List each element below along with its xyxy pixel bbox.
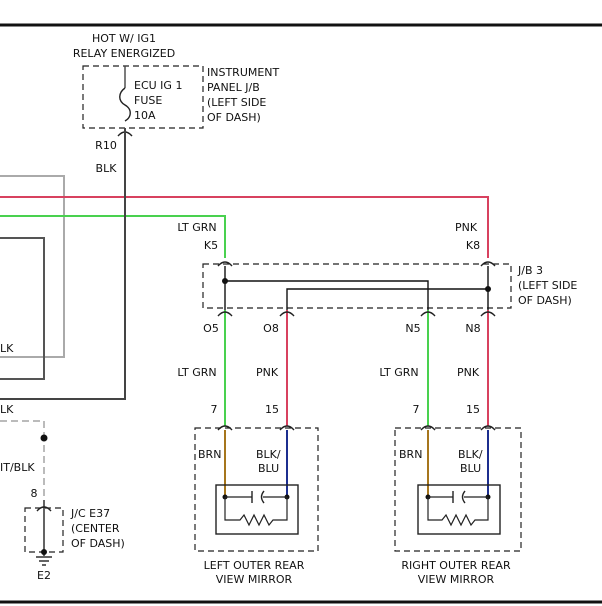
wire-green-main xyxy=(0,215,226,258)
ipjb-label-2: PANEL J/B xyxy=(207,81,260,94)
left-mirror-blkblu-1: BLK/ xyxy=(256,448,281,461)
left-label-lk-upper: LK xyxy=(0,342,14,355)
jb3-node-2 xyxy=(485,286,491,292)
connector-k8 xyxy=(480,261,496,267)
instrument-panel-jb-box xyxy=(82,65,204,129)
left-mirror-name-1: LEFT OUTER REAR xyxy=(204,559,305,572)
wire-gray xyxy=(0,175,65,358)
wire-darkgray-loop xyxy=(0,237,45,380)
jb3-link-pink xyxy=(286,288,488,310)
fuse-label-2: FUSE xyxy=(134,94,162,107)
ipjb-label-4: OF DASH) xyxy=(207,111,261,124)
left-mirror-wire-b: PNK xyxy=(256,366,279,379)
wire-label-k8-color: PNK xyxy=(455,221,478,234)
splice-point xyxy=(40,434,48,442)
right-mirror-conn-b xyxy=(480,425,496,431)
fuse-symbol xyxy=(119,87,131,122)
left-mirror-name-2: VIEW MIRROR xyxy=(216,573,293,586)
right-mirror-pin-b: 15 xyxy=(466,403,480,416)
right-mirror-name-2: VIEW MIRROR xyxy=(418,573,495,586)
jb3-link-green xyxy=(225,280,429,310)
left-mirror-heater xyxy=(215,484,299,535)
pin-k5: K5 xyxy=(204,239,218,252)
connector-n5 xyxy=(420,311,436,317)
right-mirror-conn-a xyxy=(420,425,436,431)
ground-icon xyxy=(36,556,52,566)
connector-n8 xyxy=(480,311,496,317)
right-mirror-cap-plate-2 xyxy=(461,490,466,504)
left-mirror-brn-label: BRN xyxy=(198,448,221,461)
ipjb-label-1: INSTRUMENT xyxy=(207,66,280,79)
hot-label-2: RELAY ENERGIZED xyxy=(73,47,175,60)
left-mirror-blkblu-2: BLU xyxy=(258,462,279,475)
left-mirror-wire-a: LT GRN xyxy=(177,366,216,379)
jb3-box xyxy=(202,263,512,309)
pin-o5: O5 xyxy=(203,322,219,335)
left-mirror-resistor xyxy=(224,497,288,527)
right-mirror-blkblu-1: BLK/ xyxy=(458,448,483,461)
connector-k5 xyxy=(217,261,233,267)
right-mirror-resistor xyxy=(427,497,489,527)
wire-label-blk: BLK xyxy=(96,162,118,175)
hot-label-1: HOT W/ IG1 xyxy=(92,32,156,45)
left-label-wht-blk: IT/BLK xyxy=(0,461,35,474)
pin-n5: N5 xyxy=(405,322,420,335)
pin-n8: N8 xyxy=(465,322,480,335)
left-mirror-box xyxy=(194,427,319,552)
connector-o8 xyxy=(279,311,295,317)
right-mirror-name-1: RIGHT OUTER REAR xyxy=(401,559,511,572)
wire-pink-main xyxy=(0,196,489,258)
fuse-label-1: ECU IG 1 xyxy=(134,79,182,92)
pin-r10: R10 xyxy=(95,139,117,152)
right-mirror-wire-b: PNK xyxy=(457,366,480,379)
ipjb-label-3: (LEFT SIDE xyxy=(207,96,266,109)
pin-k8: K8 xyxy=(466,239,480,252)
right-mirror-box xyxy=(394,427,522,552)
left-label-lk-lower: LK xyxy=(0,403,14,416)
left-mirror-pin-a: 7 xyxy=(211,403,218,416)
left-mirror-cap-plate-2 xyxy=(260,490,265,504)
jc-label-3: OF DASH) xyxy=(71,537,125,550)
right-mirror-pin-a: 7 xyxy=(413,403,420,416)
right-mirror-heater xyxy=(417,484,501,535)
left-mirror-pin-b: 15 xyxy=(265,403,279,416)
left-mirror-conn-a xyxy=(217,425,233,431)
jc-pin-8: 8 xyxy=(31,487,38,500)
jc-ground-node xyxy=(41,549,47,555)
wire-blk xyxy=(0,128,126,400)
right-mirror-brn-label: BRN xyxy=(399,448,422,461)
ground-label: E2 xyxy=(37,569,51,582)
jb3-label-2: (LEFT SIDE xyxy=(518,279,577,292)
fuse-label-3: 10A xyxy=(134,109,156,122)
jb3-node-1 xyxy=(222,278,228,284)
wire-label-k5-color: LT GRN xyxy=(177,221,216,234)
pin-o8: O8 xyxy=(263,322,279,335)
left-mirror-conn-b xyxy=(279,425,295,431)
connector-o5 xyxy=(217,311,233,317)
right-mirror-wire-a: LT GRN xyxy=(379,366,418,379)
jb3-label-1: J/B 3 xyxy=(517,264,543,277)
jc-label-2: (CENTER xyxy=(71,522,120,535)
jc-label-1: J/C E37 xyxy=(70,507,110,520)
jb3-label-3: OF DASH) xyxy=(518,294,572,307)
right-mirror-blkblu-2: BLU xyxy=(460,462,481,475)
